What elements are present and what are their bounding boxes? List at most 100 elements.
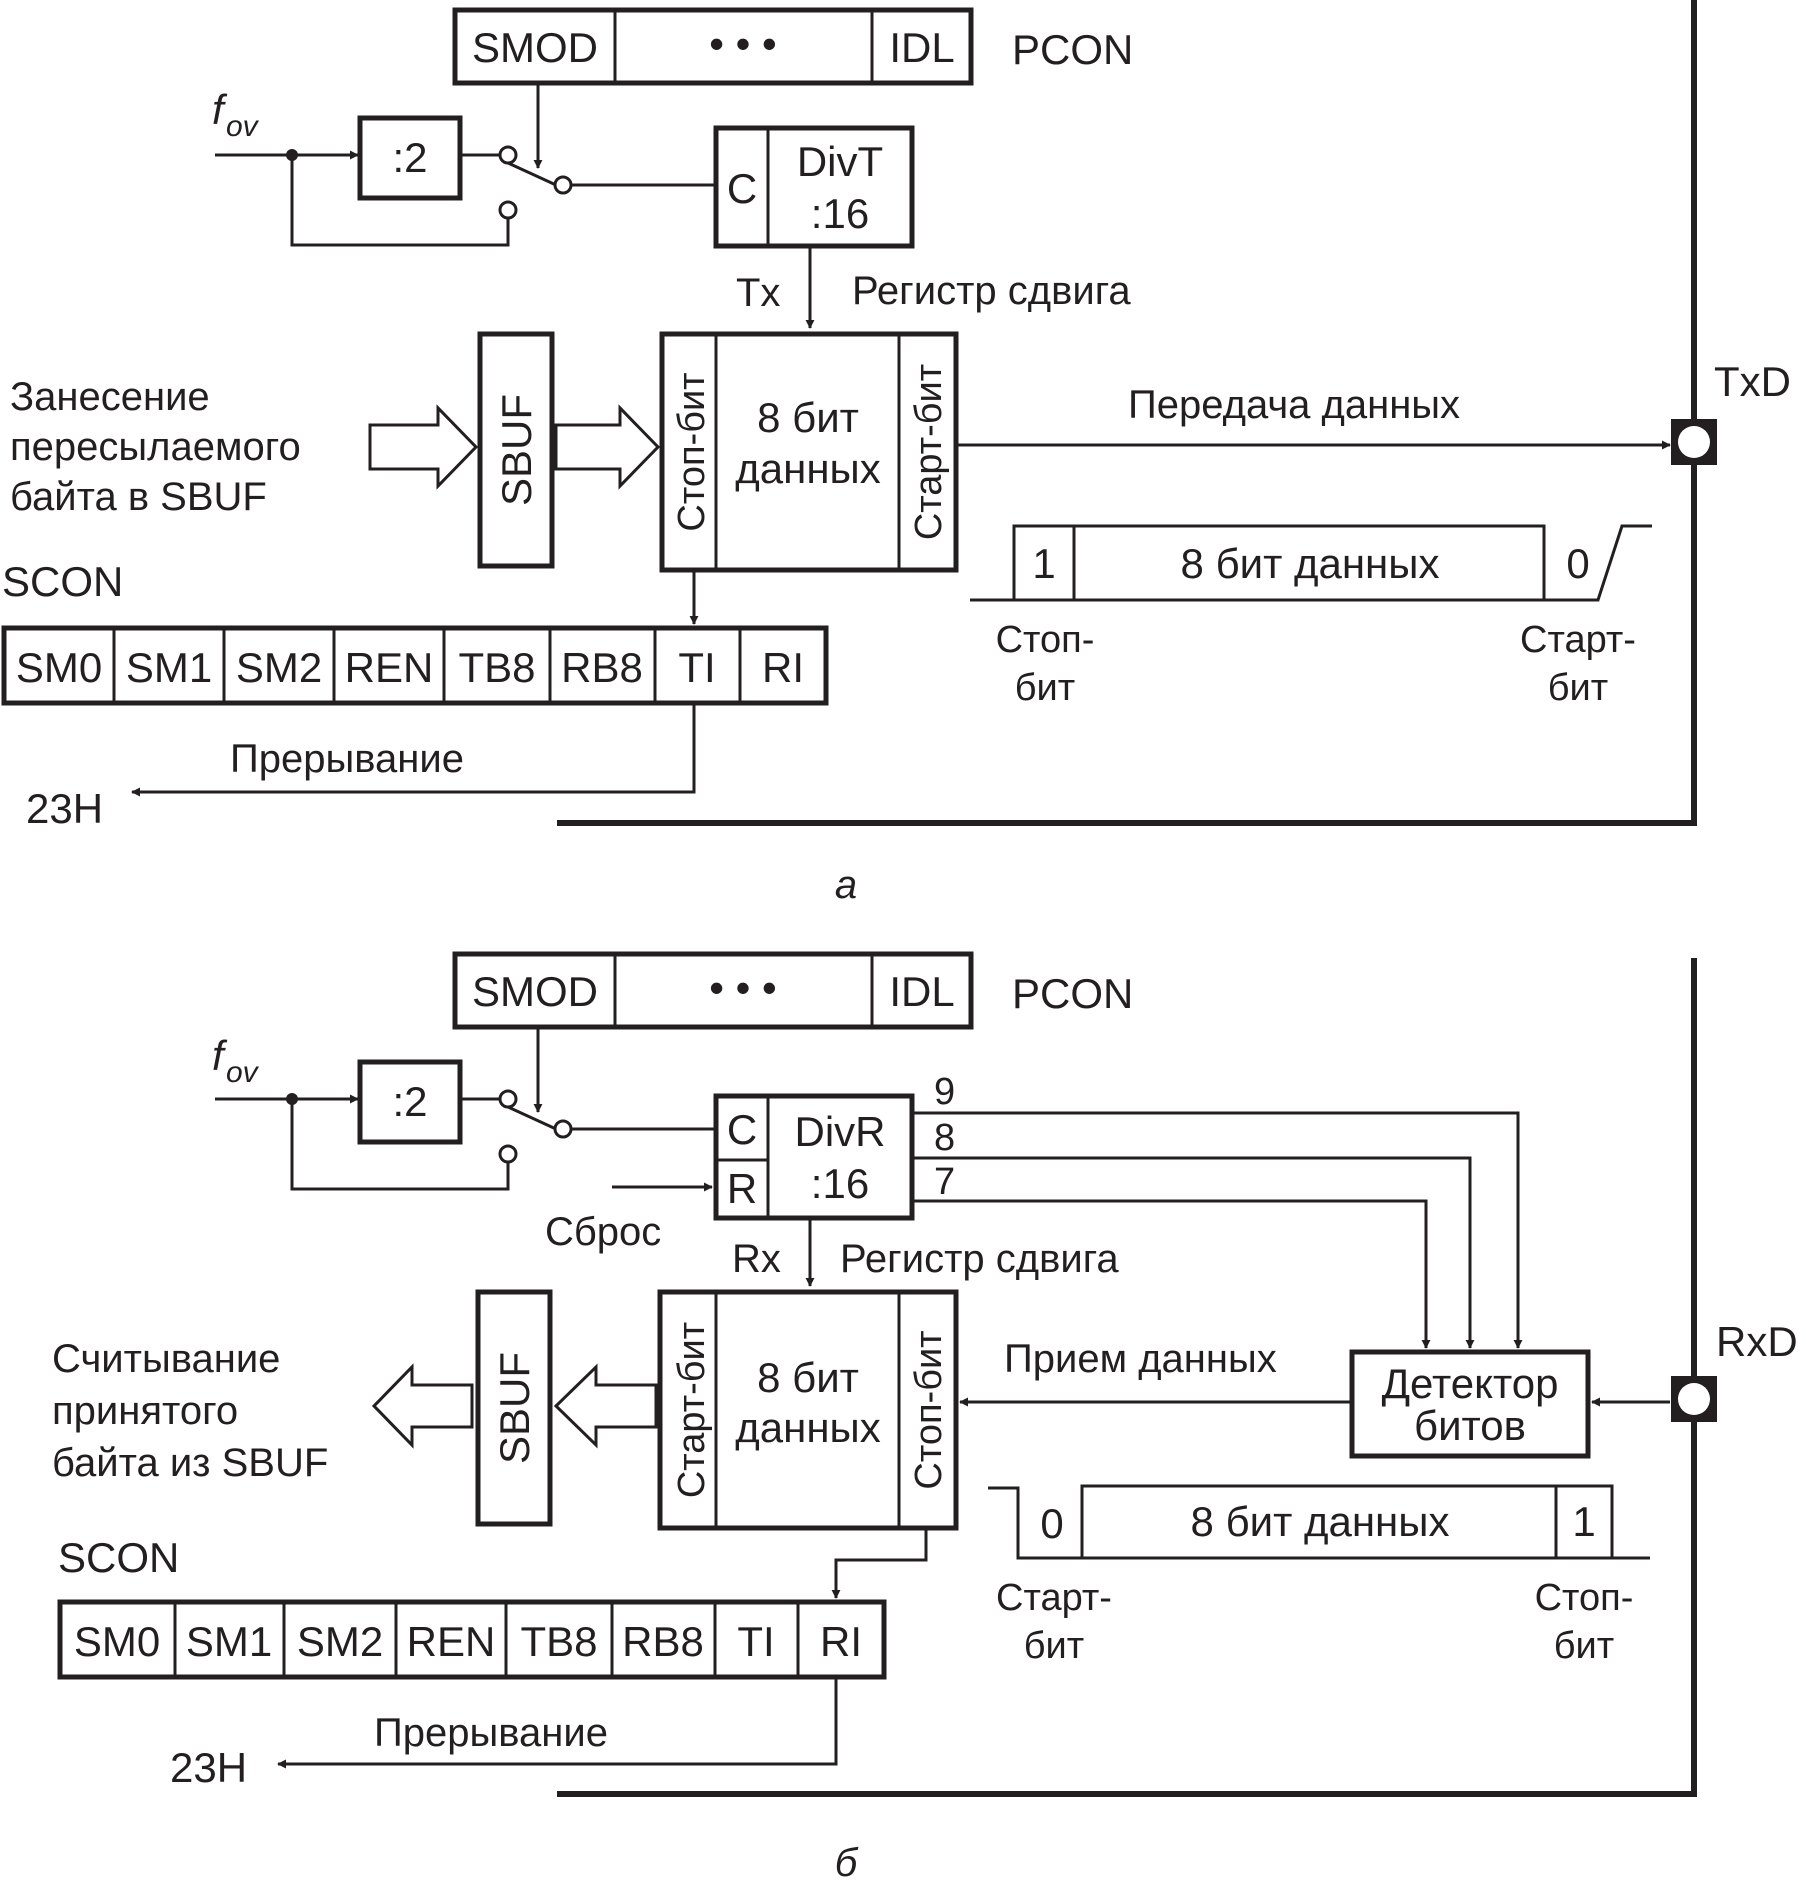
svg-text:1: 1: [1032, 540, 1055, 587]
divr-counter: C R DivR :16: [713, 1093, 915, 1221]
interrupt-line: [277, 1677, 838, 1769]
rx-label: Rx: [732, 1237, 781, 1281]
svg-text:TB8: TB8: [458, 644, 535, 691]
svg-text:SM1: SM1: [126, 644, 212, 691]
pcon-label: PCON: [1012, 970, 1133, 1017]
fov-label: f ov: [212, 1032, 260, 1089]
tap-7-label: 7: [934, 1161, 955, 1203]
svg-text:Старт-бит: Старт-бит: [671, 1322, 713, 1498]
svg-text:бит: бит: [1548, 667, 1608, 709]
switch-contact-bottom: [498, 200, 518, 220]
svg-text:бит: бит: [1015, 667, 1075, 709]
svg-text:8 бит: 8 бит: [757, 1354, 859, 1401]
svg-text::16: :16: [811, 190, 869, 237]
svg-text:RI: RI: [820, 1618, 862, 1665]
sbuf-to-shift-arrow: [554, 404, 661, 490]
svg-text:8 бит данных: 8 бит данных: [1181, 540, 1440, 587]
load-text-3: байта в SBUF: [10, 475, 267, 519]
scon-label: SCON: [2, 558, 123, 605]
tap-8-line: [912, 1156, 1475, 1349]
pcon-smod-bit: SMOD: [472, 968, 598, 1015]
svg-text:Старт-бит: Старт-бит: [908, 364, 950, 540]
caption-b: б: [835, 1841, 859, 1881]
div2-box: [357, 115, 463, 201]
svg-text:RB8: RB8: [622, 1618, 704, 1665]
txd-label: TxD: [1714, 358, 1791, 405]
pcon-dots: • • •: [709, 964, 776, 1011]
svg-text:DivT: DivT: [797, 138, 883, 185]
sbuf-box: [477, 331, 555, 569]
pcon-dots: • • •: [709, 20, 776, 67]
svg-text:TI: TI: [678, 644, 715, 691]
pcon-smod-bit: SMOD: [472, 24, 598, 71]
svg-text:REN: REN: [345, 644, 434, 691]
switch-pivot: [553, 175, 573, 195]
switch-contact-top: [498, 145, 518, 165]
svg-text:SM0: SM0: [74, 1618, 160, 1665]
receive-label: Прием данных: [1004, 1337, 1277, 1381]
bypass-line: [290, 1099, 510, 1191]
pcon-register: SMOD • • • IDL: [452, 7, 974, 86]
frame-b: 0 8 бит данных 1 Старт- бит Стоп- бит: [988, 1484, 1650, 1667]
shift-register-label: Регистр сдвига: [852, 269, 1131, 313]
svg-text:1: 1: [1572, 1498, 1595, 1545]
tap-9-line: [912, 1111, 1523, 1349]
svg-text:Стоп-: Стоп-: [996, 619, 1095, 661]
vector-label: 23H: [26, 785, 103, 832]
switch-lever: [507, 1105, 557, 1131]
svg-text:Стоп-: Стоп-: [1535, 1577, 1634, 1619]
svg-text:REN: REN: [407, 1618, 496, 1665]
tap-9-label: 9: [934, 1071, 955, 1113]
svg-text:Стоп-бит: Стоп-бит: [908, 1330, 950, 1489]
load-text-2: пересылаемого: [10, 425, 301, 469]
tap-8-label: 8: [934, 1117, 955, 1159]
svg-text:Стоп-бит: Стоп-бит: [671, 372, 713, 531]
svg-text::16: :16: [811, 1160, 869, 1207]
svg-text:8 бит: 8 бит: [757, 394, 859, 441]
transfer-label: Передача данных: [1128, 383, 1460, 427]
sbuf-label: SBUF: [493, 394, 540, 506]
svg-text:Детектор: Детектор: [1382, 1360, 1559, 1407]
scon-register: SM0 SM1 SM2 REN TB8 RB8 TI RI: [57, 1599, 887, 1680]
pcon-idl-bit: IDL: [889, 968, 954, 1015]
pcon-register: SMOD • • • IDL: [452, 951, 974, 1030]
svg-text:бит: бит: [1554, 1625, 1614, 1667]
svg-text:данных: данных: [735, 445, 880, 492]
read-text-2: принятого: [52, 1389, 238, 1433]
load-text-1: Занесение: [10, 375, 210, 419]
divt-counter: C DivT :16: [713, 125, 915, 249]
read-text-1: Считывание: [52, 1337, 280, 1381]
part-a: SMOD • • • IDL PCON f ov :2 C DivT :16: [1, 0, 1791, 907]
read-text-3: байта из SBUF: [52, 1441, 328, 1485]
svg-text:TB8: TB8: [520, 1618, 597, 1665]
shift-register-label: Регистр сдвига: [840, 1237, 1119, 1281]
switch-lever: [507, 161, 557, 187]
div2-label: :2: [392, 1078, 427, 1125]
vector-label: 23H: [170, 1744, 247, 1791]
svg-text:TI: TI: [737, 1618, 774, 1665]
ri-set-line: [831, 1528, 928, 1599]
interrupt-label: Прерывание: [230, 737, 464, 781]
tx-label: Tx: [736, 271, 780, 315]
switch-contact-bottom: [498, 1144, 518, 1164]
svg-text:Старт-: Старт-: [1520, 619, 1636, 661]
svg-text:данных: данных: [735, 1404, 880, 1451]
shift-to-sbuf-arrow: [553, 1363, 658, 1449]
pcon-label: PCON: [1012, 26, 1133, 73]
svg-text:ov: ov: [226, 110, 260, 143]
frame-a: 1 8 бит данных 0 Стоп- бит Старт- бит: [970, 524, 1652, 709]
svg-text:DivR: DivR: [795, 1108, 886, 1155]
svg-text:битов: битов: [1414, 1402, 1526, 1449]
switch-contact-top: [498, 1089, 518, 1109]
div2-box: [357, 1059, 463, 1145]
interrupt-line: [131, 703, 696, 797]
sbuf-to-cpu-arrow: [371, 1363, 474, 1449]
svg-text:ov: ov: [226, 1056, 260, 1089]
svg-text:0: 0: [1566, 540, 1589, 587]
bit-detector: Детектор битов: [1349, 1349, 1591, 1459]
shift-register: Старт-бит 8 бит данных Стоп-бит: [657, 1289, 959, 1531]
shift-register: Стоп-бит 8 бит данных Старт-бит: [659, 331, 959, 573]
svg-text:SM1: SM1: [186, 1618, 272, 1665]
svg-text:0: 0: [1040, 1500, 1063, 1547]
